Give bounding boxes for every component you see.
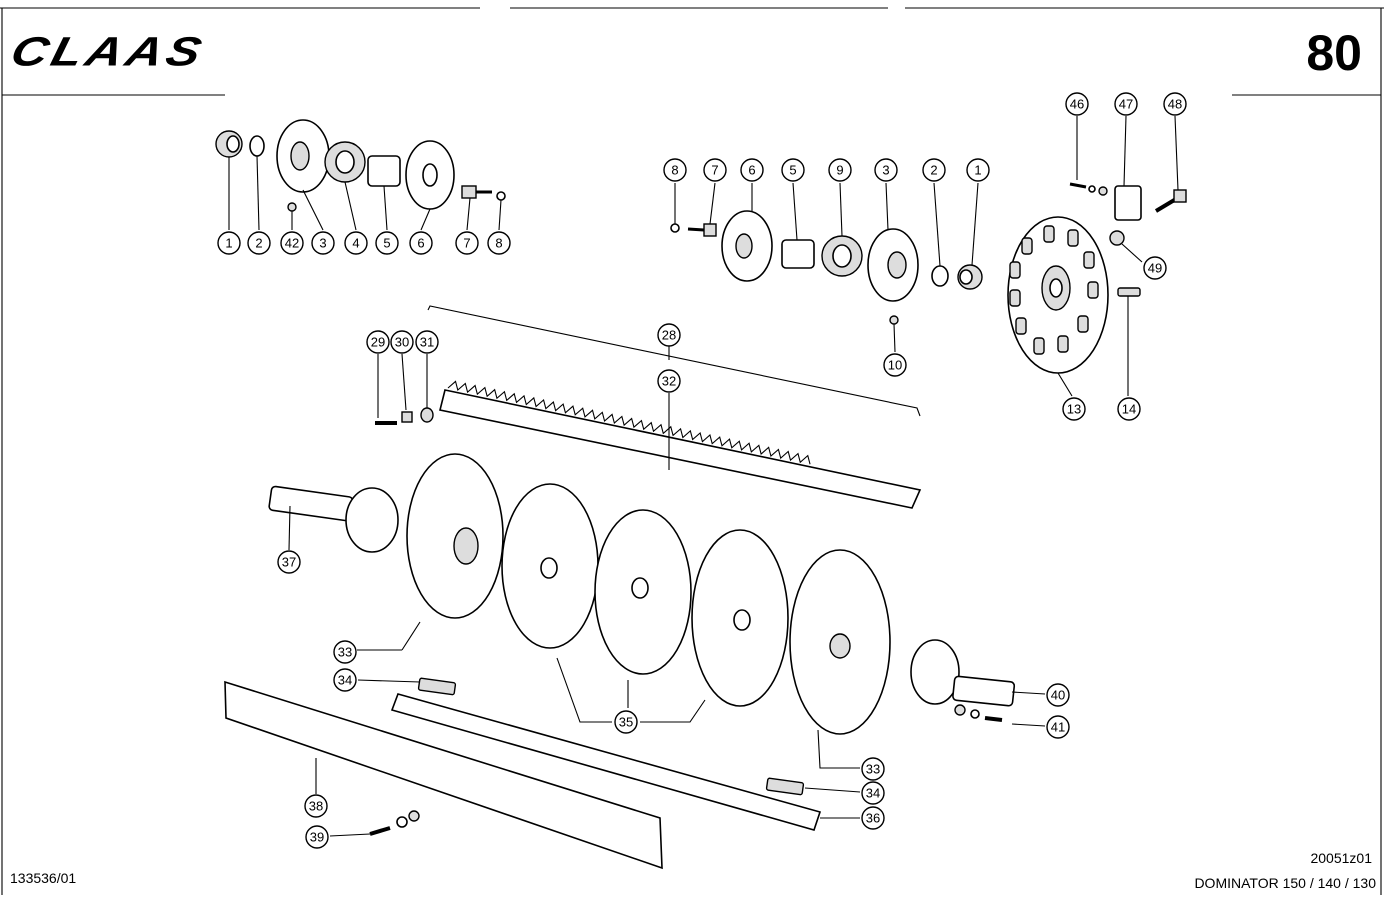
page-number: 80 xyxy=(1306,25,1362,81)
callout-1a: 1 xyxy=(217,231,241,255)
svg-text:7: 7 xyxy=(463,236,470,251)
svg-text:46: 46 xyxy=(1070,97,1084,112)
leader-lines xyxy=(228,115,1179,837)
page-frame xyxy=(0,7,1384,895)
svg-text:47: 47 xyxy=(1119,97,1133,112)
svg-text:7: 7 xyxy=(711,163,718,178)
callout-7b: 7 xyxy=(703,158,727,182)
svg-text:32: 32 xyxy=(662,374,676,389)
callout-37: 37 xyxy=(277,550,301,574)
svg-text:1: 1 xyxy=(974,163,981,178)
svg-text:30: 30 xyxy=(395,335,409,350)
callout-38: 38 xyxy=(304,794,328,818)
drawing-id: 20051z01 xyxy=(1310,850,1372,866)
svg-text:36: 36 xyxy=(866,811,880,826)
callout-48: 48 xyxy=(1163,92,1187,116)
svg-text:1: 1 xyxy=(225,236,232,251)
svg-text:33: 33 xyxy=(866,762,880,777)
callout-3a: 3 xyxy=(311,231,335,255)
svg-text:48: 48 xyxy=(1168,97,1182,112)
bearing-assembly-left xyxy=(215,119,506,212)
callout-41: 41 xyxy=(1046,715,1070,739)
svg-text:2: 2 xyxy=(255,236,262,251)
callout-8a: 8 xyxy=(487,231,511,255)
model-line: DOMINATOR 150 / 140 / 130 xyxy=(1194,875,1376,891)
svg-text:2: 2 xyxy=(930,163,937,178)
bearing-assembly-right xyxy=(670,210,983,325)
callout-42: 42 xyxy=(280,231,304,255)
callout-49: 49 xyxy=(1143,256,1167,280)
svg-text:39: 39 xyxy=(310,830,324,845)
svg-text:14: 14 xyxy=(1122,402,1136,417)
svg-text:49: 49 xyxy=(1148,261,1162,276)
svg-text:10: 10 xyxy=(888,358,902,373)
svg-text:34: 34 xyxy=(866,786,880,801)
document-number: 133536/01 xyxy=(10,870,77,886)
svg-text:38: 38 xyxy=(309,799,323,814)
svg-text:9: 9 xyxy=(836,163,843,178)
callout-10: 10 xyxy=(883,353,907,377)
svg-text:8: 8 xyxy=(495,236,502,251)
callout-5a: 5 xyxy=(375,231,399,255)
callout-47: 47 xyxy=(1114,92,1138,116)
svg-text:4: 4 xyxy=(352,236,359,251)
svg-text:3: 3 xyxy=(882,163,889,178)
callout-40: 40 xyxy=(1046,683,1070,707)
pulley-assembly xyxy=(1007,182,1187,374)
svg-text:35: 35 xyxy=(619,715,633,730)
svg-text:41: 41 xyxy=(1051,720,1065,735)
callout-39: 39 xyxy=(305,825,329,849)
callout-1b: 1 xyxy=(966,158,990,182)
svg-text:40: 40 xyxy=(1051,688,1065,703)
callout-34a: 34 xyxy=(333,668,357,692)
svg-text:37: 37 xyxy=(282,555,296,570)
callout-31: 31 xyxy=(415,330,439,354)
callout-35: 35 xyxy=(614,710,638,734)
callout-36: 36 xyxy=(861,806,885,830)
svg-text:5: 5 xyxy=(789,163,796,178)
svg-text:42: 42 xyxy=(285,236,299,251)
callout-14: 14 xyxy=(1117,397,1141,421)
callout-9: 9 xyxy=(828,158,852,182)
callout-6a: 6 xyxy=(409,231,433,255)
callout-32: 32 xyxy=(657,369,681,393)
callout-2b: 2 xyxy=(922,158,946,182)
callout-2a: 2 xyxy=(247,231,271,255)
callout-8b: 8 xyxy=(663,158,687,182)
svg-text:6: 6 xyxy=(417,236,424,251)
callout-34b: 34 xyxy=(861,781,885,805)
svg-text:8: 8 xyxy=(671,163,678,178)
svg-text:13: 13 xyxy=(1067,402,1081,417)
callout-6b: 6 xyxy=(740,158,764,182)
callout-29: 29 xyxy=(366,330,390,354)
callout-13: 13 xyxy=(1062,397,1086,421)
callout-7a: 7 xyxy=(455,231,479,255)
svg-text:5: 5 xyxy=(383,236,390,251)
callout-3b: 3 xyxy=(874,158,898,182)
svg-text:29: 29 xyxy=(371,335,385,350)
drum-assembly xyxy=(224,453,1016,870)
callout-30: 30 xyxy=(390,330,414,354)
callout-46: 46 xyxy=(1065,92,1089,116)
svg-text:31: 31 xyxy=(420,335,434,350)
svg-text:33: 33 xyxy=(338,645,352,660)
svg-text:6: 6 xyxy=(748,163,755,178)
callout-33b: 33 xyxy=(861,757,885,781)
callout-33a: 33 xyxy=(333,640,357,664)
svg-text:34: 34 xyxy=(338,673,352,688)
toothed-bar xyxy=(375,305,922,509)
callout-28: 28 xyxy=(657,323,681,347)
callout-4: 4 xyxy=(344,231,368,255)
callout-5b: 5 xyxy=(781,158,805,182)
svg-text:28: 28 xyxy=(662,328,676,343)
svg-text:3: 3 xyxy=(319,236,326,251)
